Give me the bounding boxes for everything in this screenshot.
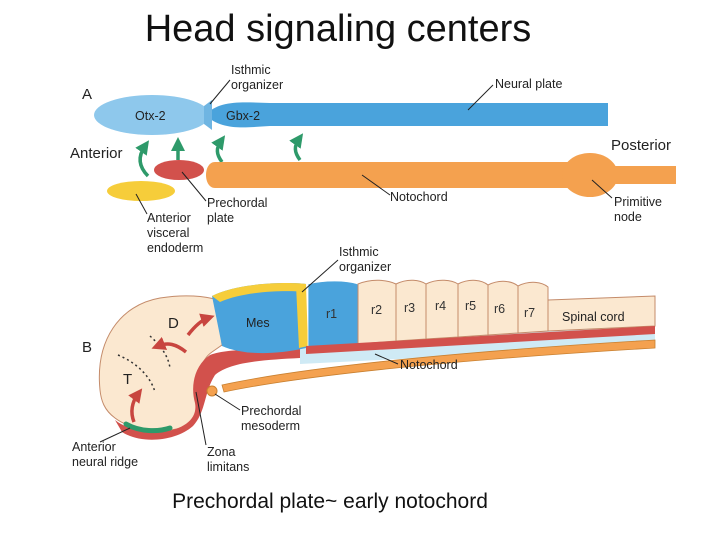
notochord-b [221,339,656,393]
red-signal-arrow-1 [186,313,215,337]
anterior-label: Anterior [70,145,123,162]
notochord-pointer-b [374,353,399,365]
panel-b-letter: B [82,339,92,356]
basal-plate-red [115,348,300,440]
primitive-node-shape [562,153,618,197]
isthmus-constriction [204,100,212,130]
floor-plate-red [306,326,655,354]
r1-label: r1 [326,307,337,321]
zona-limitans-pointer [195,391,207,446]
anterior-neural-ridge-shape [123,421,173,434]
anterior-neural-ridge-pointer [99,427,131,443]
isthmic-organizer-pointer-b [301,259,339,293]
posterior-label: Posterior [611,137,671,154]
isthmic-organizer-label-a: Isthmic organizer [231,63,283,92]
zona-limitans-label: Zona limitans [207,445,249,474]
isthmic-organizer-pointer-a [209,79,231,105]
notochord-label-a: Notochord [390,190,448,204]
red-signal-arrow-3 [128,388,143,423]
prechordal-mesoderm-label: Prechordal mesoderm [241,404,305,433]
t-label: T [123,371,132,388]
prechordal-plate-label: Prechordal plate [207,196,271,225]
otx2-forebrain-region [94,95,210,135]
prechordal-mesoderm-pointer [214,393,241,411]
prechordal-plate-shape [154,160,204,180]
gbx2-neural-plate [205,102,608,128]
anterior-neural-ridge-label: Anterior neural ridge [72,440,138,469]
caption: Prechordal plate~ early notochord [172,490,488,513]
panel-b: B [72,245,656,474]
notochord-a [206,162,568,188]
otx2-label: Otx-2 [135,109,166,123]
spinal-cord-label: Spinal cord [562,310,625,324]
d-label: D [168,315,179,332]
primitive-node-pointer [591,179,613,199]
diencephalon-boundary [149,335,171,369]
notochord-pointer-a [361,174,391,196]
primitive-streak [610,166,676,184]
r7-label: r7 [524,306,535,320]
ave-shape [107,181,175,201]
mes-region [212,283,306,354]
r2-label: r2 [371,303,382,317]
signal-arrow-notochord-2 [289,133,304,162]
neural-plate-label: Neural plate [495,77,562,91]
neural-plate-pointer [467,84,494,111]
ave-label: Anterior visceral endoderm [147,211,203,255]
r3-label: r3 [404,301,415,315]
mes-label: Mes [246,316,270,330]
red-signal-arrow-2 [151,336,188,354]
panel-a-letter: A [82,86,92,103]
slide-title: Head signaling centers [144,8,532,50]
isthmic-organizer-label-b: Isthmic organizer [339,245,391,274]
r5-label: r5 [465,299,476,313]
ave-pointer [135,193,148,215]
signal-arrow-ave [135,140,150,178]
rhombomere-segments [357,279,656,345]
prechordal-plate-pointer [181,171,207,202]
mes-dorsal-yellow [212,283,306,302]
panel-a: A Otx-2 Gbx-2 Isthmic organizer Neural p… [70,63,676,255]
primitive-node-label: Primitive node [614,195,665,224]
signal-arrow-notochord-1 [211,135,226,164]
notochord-label-b: Notochord [400,358,458,372]
gbx2-label: Gbx-2 [226,109,260,123]
r4-label: r4 [435,299,446,313]
isthmus-yellow [296,284,308,348]
prechordal-mesoderm-dot [206,385,218,397]
r6-label: r6 [494,302,505,316]
